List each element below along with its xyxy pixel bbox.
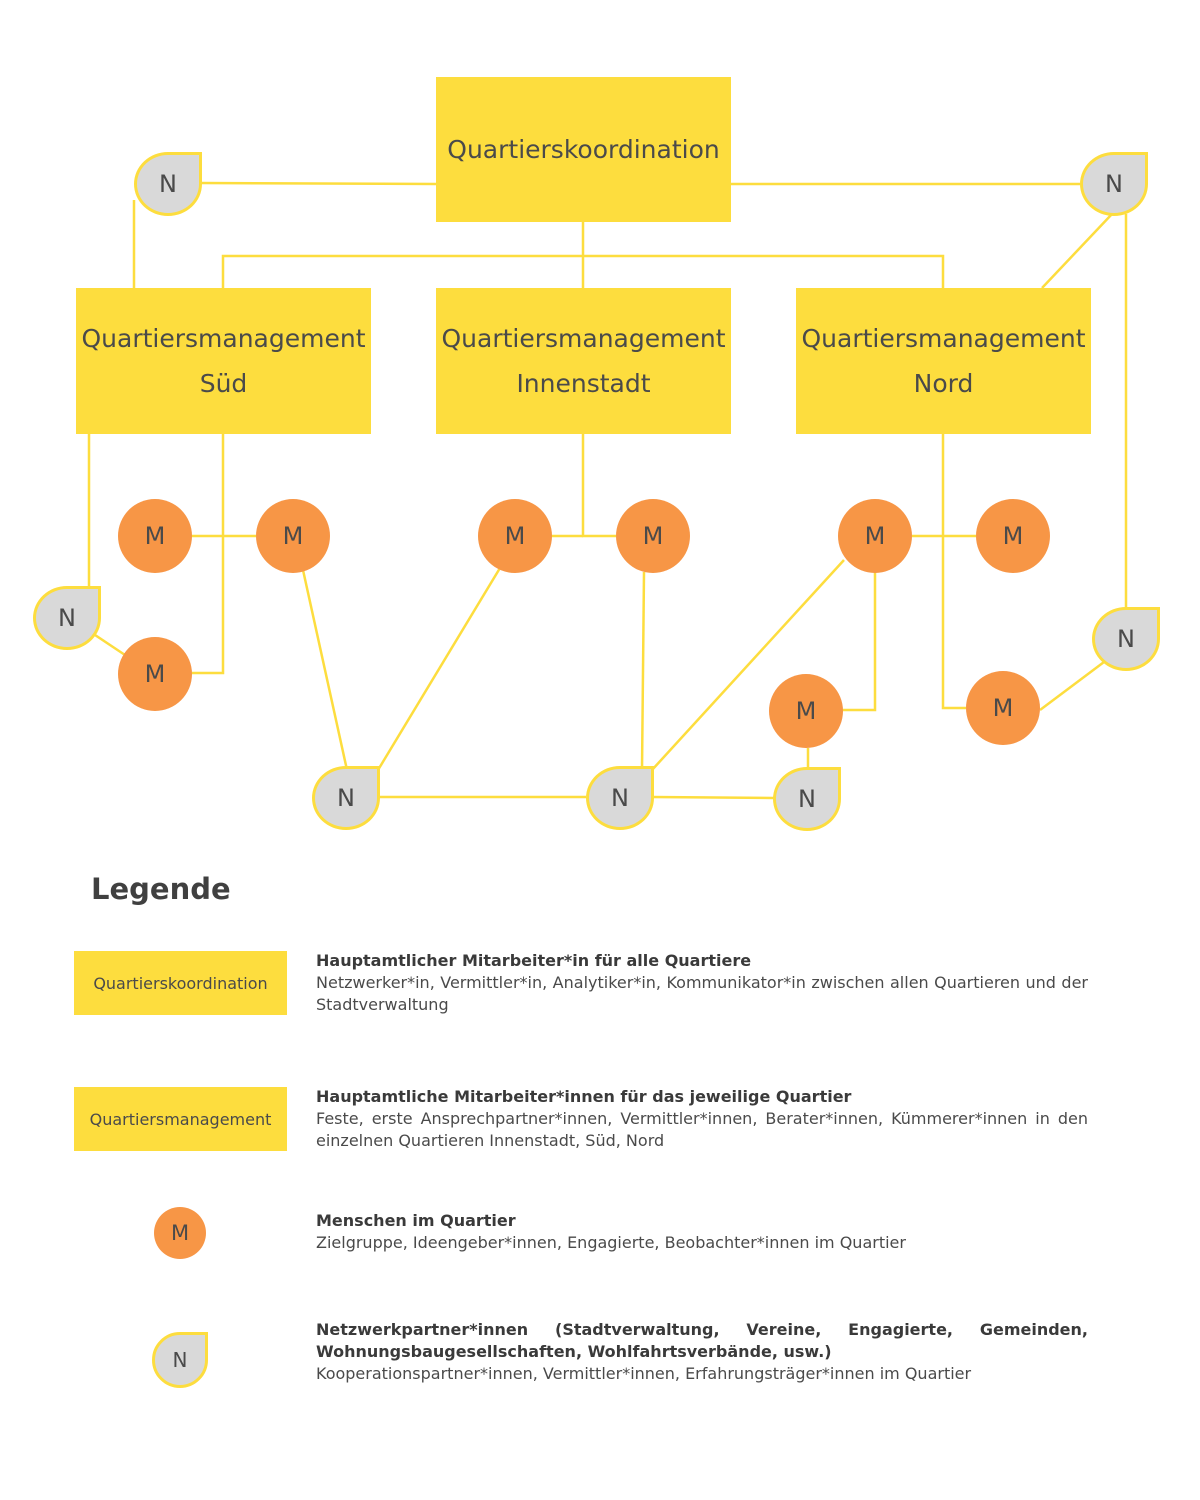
legend-swatch-koordination-label: Quartierskoordination: [93, 973, 268, 993]
box-qm-sued-line1: Quartiersmanagement: [81, 324, 366, 353]
n-node: N: [312, 766, 380, 830]
legend-item-management: Hauptamtliche Mitarbeiter*innen für das …: [316, 1086, 1088, 1152]
m-node: M: [966, 671, 1040, 745]
m-node-label: M: [1002, 522, 1024, 550]
n-node-label: N: [611, 784, 629, 812]
box-qm-nord: Quartiersmanagement Nord: [796, 288, 1091, 434]
connector-koord-n-left: [199, 181, 437, 186]
n-node-label: N: [337, 784, 355, 812]
legend-n-label: N: [172, 1348, 188, 1372]
m-node-label: M: [504, 522, 526, 550]
box-qm-nord-line1: Quartiersmanagement: [801, 324, 1086, 353]
m-node: M: [118, 499, 192, 573]
n-node: N: [773, 767, 841, 831]
legend-m-label: M: [170, 1221, 190, 1245]
m-node: M: [478, 499, 552, 573]
legend-item-heading: Hauptamtlicher Mitarbeiter*in für alle Q…: [316, 951, 752, 970]
m-node: M: [256, 499, 330, 573]
m-node-label: M: [795, 697, 817, 725]
n-node: N: [33, 586, 101, 650]
box-qm-innenstadt-line2: Innenstadt: [516, 369, 651, 398]
legend-item-description: Zielgruppe, Ideengeber*innen, Engagierte…: [316, 1233, 906, 1252]
box-qm-nord-line2: Nord: [913, 369, 974, 398]
connector-innen-m: [581, 434, 616, 538]
connector-m-n-center: [640, 571, 646, 771]
m-node: M: [616, 499, 690, 573]
m-node-label: M: [992, 694, 1014, 722]
box-qm-innenstadt: Quartiersmanagement Innenstadt: [436, 288, 731, 434]
n-node-label: N: [798, 785, 816, 813]
box-qm-sued: Quartiersmanagement Süd: [76, 288, 371, 434]
connector-lines: [87, 181, 1128, 800]
m-node-label: M: [864, 522, 886, 550]
connector-n-n-bottom2: [651, 795, 775, 800]
n-node: N: [134, 152, 202, 216]
connector-n-right-nord: [1041, 213, 1113, 289]
legend-item-description: Feste, erste Ansprechpartner*innen, Verm…: [316, 1109, 1088, 1150]
n-node: N: [586, 766, 654, 830]
n-node: N: [1092, 607, 1160, 671]
legend-item-netzwerk: Netzwerkpartner*innen (Stadtverwaltung, …: [316, 1319, 1088, 1385]
n-node-label: N: [1105, 170, 1123, 198]
legend-swatch-management-label: Quartiersmanagement: [89, 1109, 272, 1129]
box-qm-sued-line2: Süd: [199, 369, 248, 398]
legend-item-heading: Menschen im Quartier: [316, 1211, 516, 1230]
m-node-label: M: [144, 522, 166, 550]
n-node-label: N: [1117, 625, 1135, 653]
legend-item-koordination: Hauptamtlicher Mitarbeiter*in für alle Q…: [316, 950, 1088, 1016]
box-quartierskoordination: Quartierskoordination: [436, 77, 731, 222]
connector-m-n-innen: [376, 567, 502, 771]
m-node: M: [769, 674, 843, 748]
legend-m-icon: M: [154, 1207, 206, 1259]
connector-tree-bar: [221, 254, 945, 288]
legend-item-heading: Hauptamtliche Mitarbeiter*innen für das …: [316, 1087, 852, 1106]
n-node-label: N: [58, 604, 76, 632]
connector-nord-m: [941, 434, 966, 710]
connector-m-m-nord2: [842, 572, 877, 712]
legend-swatch-management: Quartiersmanagement: [74, 1087, 287, 1151]
legend-title: Legende: [91, 872, 231, 906]
connector-n-m-sued: [94, 633, 126, 657]
m-node-label: M: [282, 522, 304, 550]
n-node-label: N: [159, 170, 177, 198]
box-quartierskoordination-label: Quartierskoordination: [447, 135, 720, 164]
connector-m-n-nord: [651, 559, 845, 771]
legend-n-icon: N: [152, 1332, 208, 1388]
legend-item-description: Netzwerker*in, Vermittler*in, Analytiker…: [316, 973, 1088, 1014]
connector-m-n-bottom1: [301, 569, 349, 771]
n-node: N: [1080, 152, 1148, 216]
m-node: M: [976, 499, 1050, 573]
m-node-label: M: [642, 522, 664, 550]
legend-swatch-koordination: Quartierskoordination: [74, 951, 287, 1015]
legend-item-description: Kooperationspartner*innen, Vermittler*in…: [316, 1364, 972, 1383]
box-qm-innenstadt-line1: Quartiersmanagement: [441, 324, 726, 353]
connector-m-n-right: [1039, 661, 1105, 711]
connector-sued-m: [190, 434, 225, 675]
legend-item-menschen: Menschen im Quartier Zielgruppe, Ideenge…: [316, 1210, 1088, 1254]
m-node: M: [838, 499, 912, 573]
m-node: M: [118, 637, 192, 711]
legend-item-heading: Netzwerkpartner*innen (Stadtverwaltung, …: [316, 1320, 1088, 1361]
m-node-label: M: [144, 660, 166, 688]
